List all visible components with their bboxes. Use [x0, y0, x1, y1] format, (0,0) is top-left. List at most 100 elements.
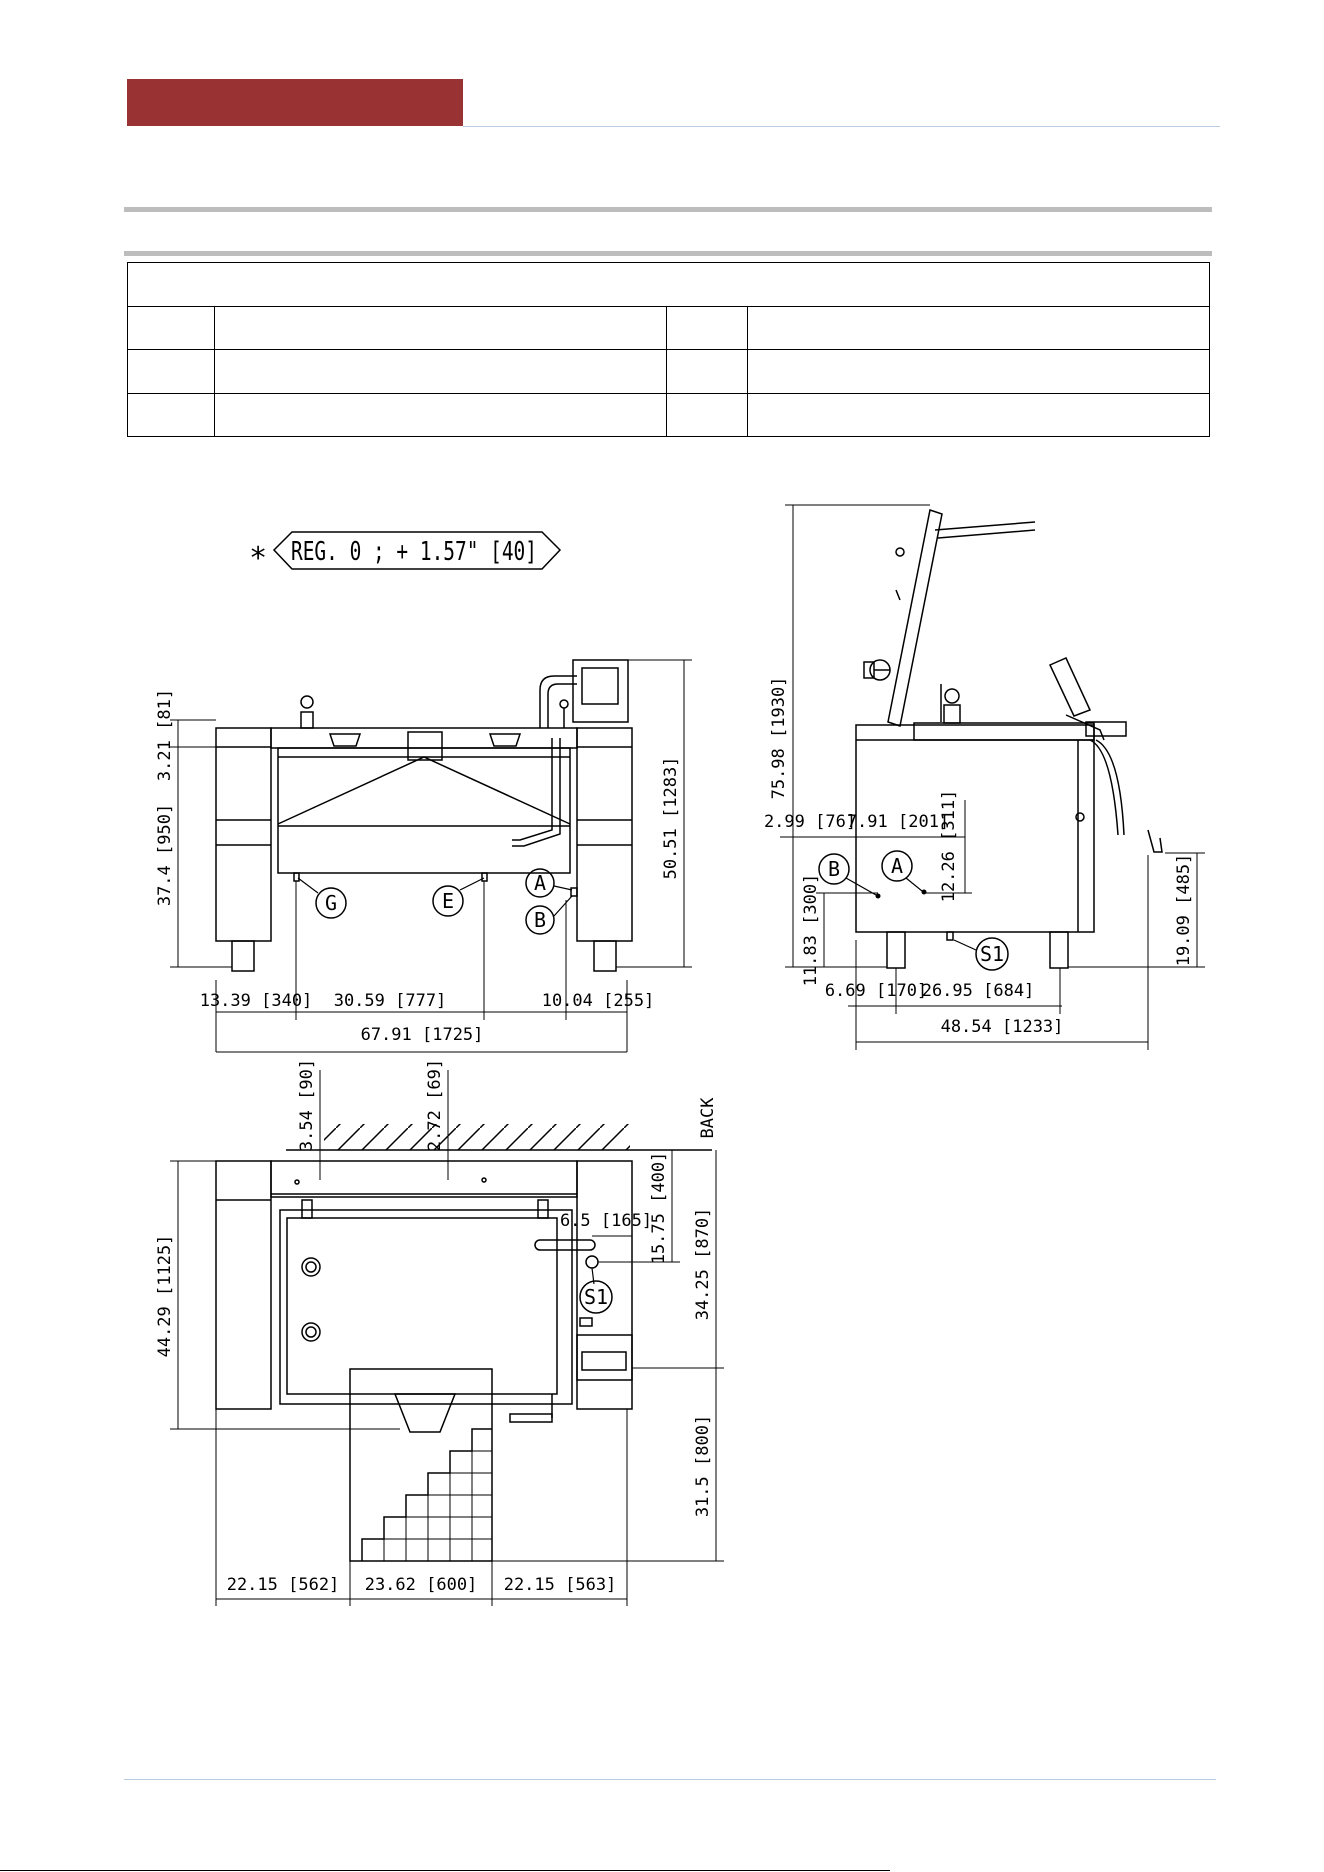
side-lid-mark — [895, 589, 901, 601]
clearance-area — [349, 1368, 493, 1562]
front-pipe — [547, 683, 577, 728]
top-control-display — [581, 1351, 627, 1371]
spec-table-row — [127, 349, 1210, 394]
side-deck-knob-top — [944, 688, 960, 704]
front-callouts: G E A B — [297, 868, 573, 935]
front-pan-lid-edge — [277, 756, 571, 825]
dim-485: 19.09 [485] — [1174, 854, 1194, 967]
reg-symbol: ∗ — [249, 535, 267, 570]
side-callouts: B A S1 — [818, 850, 1009, 971]
dim-201: 7.91 [201] — [847, 812, 949, 832]
top-front-handle — [509, 1413, 553, 1423]
spec-table-title — [127, 262, 1210, 307]
front-control-display — [581, 667, 619, 705]
side-tap — [1089, 739, 1119, 836]
top-pan-outer — [279, 1209, 573, 1405]
dim-300: 11.83 [300] — [801, 874, 821, 987]
stair-grid — [362, 1428, 492, 1561]
side-point-b — [875, 893, 881, 899]
top-spout — [393, 1393, 457, 1433]
top-tap-handle — [534, 1239, 596, 1251]
front-right-cabinet — [576, 727, 633, 942]
front-connection — [570, 887, 578, 897]
side-lid — [887, 509, 943, 727]
top-dimensions: 3.54 [90] 2.72 [69] BACK 44.29 [1125] 15… — [155, 1059, 724, 1606]
top-hinge — [537, 1199, 549, 1219]
callout-a-circle — [881, 850, 913, 882]
side-foot — [1049, 931, 1069, 969]
callout-leader — [553, 895, 573, 917]
front-hinge — [488, 733, 522, 747]
dim-950: 37.4 [950] — [155, 804, 175, 906]
page-bottom-rule — [0, 1870, 890, 1871]
callout-b-circle — [818, 853, 850, 885]
dim-90: 3.54 [90] — [297, 1059, 317, 1151]
front-dimensions: 3.21 [81] 37.4 [950] 50.51 [1283] 13.39 … — [155, 659, 692, 1053]
top-pan-port — [301, 1322, 321, 1342]
dim-255: 10.04 [255] — [542, 991, 655, 1011]
dim-800: 31.5 [800] — [693, 1415, 713, 1517]
top-pan-port-inner — [305, 1261, 317, 1273]
front-valve — [300, 711, 314, 729]
dim-311: 12.26 [311] — [939, 790, 959, 903]
reg-note-frame — [272, 531, 562, 570]
dim-777: 30.59 [777] — [334, 991, 447, 1011]
dim-400: 15.75 [400] — [649, 1152, 669, 1265]
side-deck — [913, 722, 1095, 741]
side-lid-handle — [934, 521, 1036, 531]
dim-684: 26.95 [684] — [922, 981, 1035, 1001]
front-drain — [481, 872, 488, 882]
wall-hatch — [324, 1124, 630, 1150]
section-rule-top — [124, 207, 1212, 212]
spec-cell — [214, 392, 667, 437]
dim-870: 34.25 [870] — [693, 1208, 713, 1321]
side-dimensions: 75.98 [1930] 2.99 [76] 7.91 [201] 12.26 … — [764, 504, 1205, 1050]
callout-g-circle — [315, 887, 347, 919]
side-tap-base — [1085, 721, 1127, 737]
spec-table-row — [127, 392, 1210, 437]
reg-note-text: REG. 0 ; + 1.57" [40] — [291, 537, 537, 567]
top-callout-s1: S1 — [584, 1285, 608, 1309]
callout-e: E — [442, 889, 454, 913]
dim-563: 22.15 [563] — [504, 1575, 617, 1595]
side-tap — [1095, 739, 1125, 836]
side-connection — [946, 931, 954, 941]
callout-leader — [553, 885, 573, 891]
top-hinge — [301, 1199, 313, 1219]
side-foot — [886, 931, 906, 969]
side-callout-b: B — [828, 857, 840, 881]
dim-1283: 50.51 [1283] — [661, 757, 681, 880]
callout-leader — [845, 877, 877, 896]
side-body — [855, 724, 1095, 933]
footer-rule — [124, 1779, 1216, 1780]
side-callout-s1: S1 — [980, 942, 1004, 966]
front-left-cabinet — [215, 727, 272, 942]
top-mark — [294, 1179, 300, 1185]
side-view — [855, 509, 1163, 969]
top-pan-port — [301, 1257, 321, 1277]
dim-1725: 67.91 [1725] — [361, 1025, 484, 1045]
header-rule — [463, 126, 1220, 127]
top-right-cabinet — [576, 1160, 633, 1410]
front-top-rail — [270, 727, 578, 749]
spec-table-title-row — [127, 262, 1210, 307]
callout-a: A — [534, 871, 546, 895]
top-control-panel — [576, 1334, 633, 1381]
top-view — [215, 1124, 712, 1562]
callout-b: B — [534, 908, 546, 932]
front-pipe-knob — [559, 699, 569, 709]
spec-cell — [747, 305, 1210, 350]
callout-leader — [297, 877, 319, 894]
side-hook — [1147, 829, 1163, 853]
dim-1125: 44.29 [1125] — [155, 1235, 175, 1358]
callout-s1-circle — [975, 937, 1009, 971]
side-deck-knob — [943, 704, 961, 724]
dim-1930: 75.98 [1930] — [769, 677, 789, 800]
dim-69: 2.72 [69] — [425, 1059, 445, 1151]
top-mark — [481, 1177, 487, 1183]
dim-1233: 48.54 [1233] — [941, 1017, 1064, 1037]
spec-cell — [747, 392, 1210, 437]
callout-e-circle — [432, 885, 464, 917]
front-pan — [277, 747, 571, 874]
